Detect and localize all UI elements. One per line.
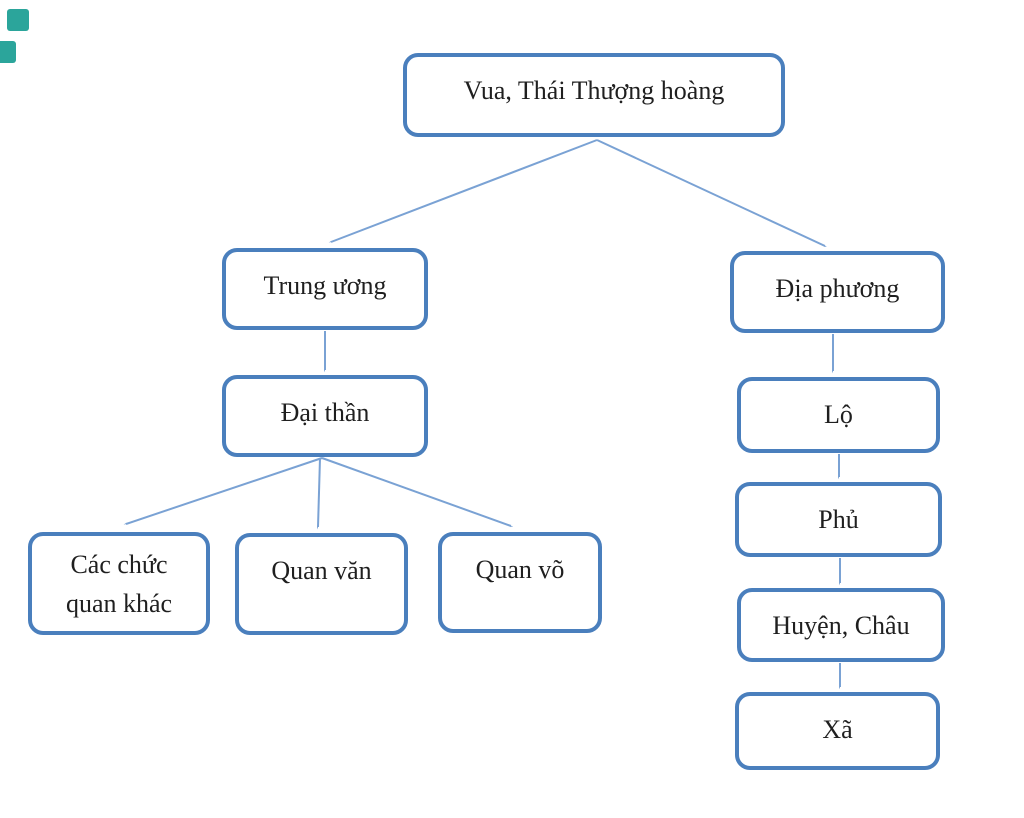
node-trung-uong: Trung ương: [222, 248, 428, 330]
edge-dai-than-to-quan-vo: [321, 457, 511, 526]
edge-root-to-trung-uong: [331, 139, 598, 242]
node-cac-chuc-quan-khac: Các chức quan khác: [28, 532, 210, 635]
node-lo: Lộ: [737, 377, 940, 453]
node-label: Quan văn: [271, 556, 372, 585]
node-xa: Xã: [735, 692, 940, 770]
node-label: Xã: [822, 715, 853, 744]
node-dai-than: Đại thần: [222, 375, 428, 457]
node-quan-vo: Quan võ: [438, 532, 602, 633]
node-label: Đại thần: [280, 398, 370, 427]
node-huyen-chau: Huyện, Châu: [737, 588, 945, 662]
node-label: Huyện, Châu: [772, 611, 910, 640]
node-vua-thai-thuong-hoang: Vua, Thái Thượng hoàng: [403, 53, 785, 137]
node-label: Quan võ: [475, 555, 565, 584]
corner-artifact-square: [0, 41, 16, 63]
node-dia-phuong: Địa phương: [730, 251, 945, 333]
node-quan-van: Quan văn: [235, 533, 408, 635]
corner-artifact-square: [7, 9, 29, 31]
edge-dai-than-to-quan-van: [318, 457, 321, 527]
node-label: Lộ: [824, 400, 853, 429]
node-label: Địa phương: [775, 274, 900, 303]
node-label: Phủ: [818, 505, 859, 534]
edge-root-to-dia-phuong: [596, 139, 825, 246]
node-label: Trung ương: [263, 271, 387, 300]
node-label: Các chức quan khác: [65, 549, 173, 618]
edge-dai-than-to-cac-chuc: [126, 457, 323, 524]
node-label: Vua, Thái Thượng hoàng: [463, 76, 725, 105]
node-phu: Phủ: [735, 482, 942, 557]
